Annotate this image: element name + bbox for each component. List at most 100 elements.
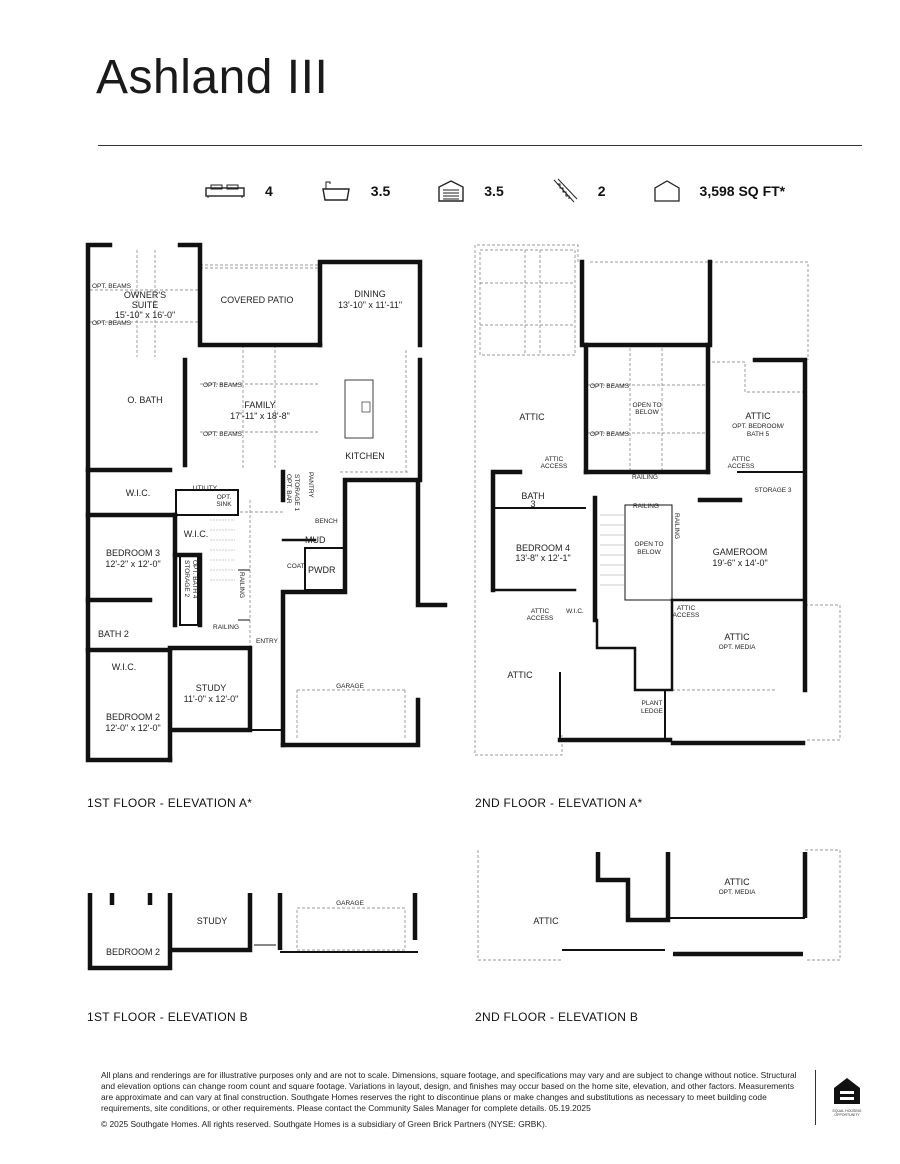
label-railing: RAILING xyxy=(633,503,659,510)
label-attic-access: ATTIC xyxy=(531,608,550,615)
label-opt-sink: SINK xyxy=(216,501,232,508)
label-wic: W.I.C. xyxy=(184,529,209,539)
garage-icon xyxy=(438,180,464,202)
stories-value: 2 xyxy=(597,183,606,199)
bathtub-icon xyxy=(321,181,350,201)
label-study: STUDY xyxy=(197,916,228,926)
equal-housing-icon: EQUAL HOUSING OPPORTUNITY xyxy=(832,1078,862,1117)
label-mud: MUD xyxy=(305,535,326,545)
label-attic: ATTIC xyxy=(745,411,771,421)
label-opt-bedroom: OPT. BEDROOM/ xyxy=(732,423,784,430)
stats-row: 4 3.5 3.5 2 3,598 SQ FT* xyxy=(205,178,833,204)
label-attic: ATTIC xyxy=(724,632,750,642)
label-railing: RAILING xyxy=(238,572,245,598)
label-bedroom2: BEDROOM 2 xyxy=(106,712,160,722)
label-family: FAMILY xyxy=(244,400,275,410)
label-opt-beams: OPT. BEAMS xyxy=(92,283,132,290)
label-attic: ATTIC xyxy=(519,412,545,422)
label-storage2: STORAGE 2 xyxy=(183,560,190,597)
label-attic: ATTIC xyxy=(507,670,533,680)
label-gameroom-dim: 19'-6" x 14'-0" xyxy=(712,558,767,568)
label-pantry: PANTRY xyxy=(307,472,314,498)
copyright: © 2025 Southgate Homes. All rights reser… xyxy=(101,1119,548,1129)
bed-icon xyxy=(205,184,245,198)
label-study-dim: 11'-0" x 12'-0" xyxy=(184,694,239,704)
divider xyxy=(98,145,862,146)
label-covered-patio: COVERED PATIO xyxy=(221,295,294,305)
second-floor-b-plan xyxy=(477,849,841,961)
label-opt-media: OPT. MEDIA xyxy=(719,889,757,896)
label-bedroom2-dim: 12'-0" x 12'-0" xyxy=(105,723,160,733)
label-kitchen: KITCHEN xyxy=(345,451,385,461)
label-wic: W.I.C. xyxy=(126,488,151,498)
label-railing: RAILING xyxy=(673,513,680,539)
label-gameroom: GAMEROOM xyxy=(713,547,768,557)
caption-second-floor-b: 2ND FLOOR - ELEVATION B xyxy=(475,1010,639,1024)
stairs-icon xyxy=(553,178,578,203)
first-floor-a-labels: OPT. BEAMS OPT. BEAMS OWNER'S SUITE 15'-… xyxy=(92,283,402,733)
label-bath3: 3 xyxy=(530,499,535,509)
sqft-value: 3,598 SQ FT* xyxy=(699,183,786,199)
stat-garage: 3.5 xyxy=(438,180,504,202)
label-attic-access: ACCESS xyxy=(527,615,554,622)
first-floor-a-plan xyxy=(85,242,448,763)
label-bench: BENCH xyxy=(315,518,338,525)
label-family-dim: 17'-11" x 18'-8" xyxy=(230,411,290,421)
label-wic: W.I.C. xyxy=(566,608,584,615)
stat-stories: 2 xyxy=(552,178,606,204)
label-opt-beams: OPT. BEAMS xyxy=(590,383,630,390)
label-opt-beams: OPT. BEAMS xyxy=(590,431,630,438)
label-bedroom3: BEDROOM 3 xyxy=(106,548,160,558)
label-bedroom4: BEDROOM 4 xyxy=(516,543,570,553)
svg-text:EQUAL HOUSING: EQUAL HOUSING xyxy=(832,1109,861,1113)
label-open-to-below: BELOW xyxy=(635,409,659,416)
disclaimer: All plans and renderings are for illustr… xyxy=(101,1070,797,1113)
label-bedroom4-dim: 13'-8" x 12'-1" xyxy=(515,553,570,563)
label-attic-access: ACCESS xyxy=(728,463,755,470)
label-entry: ENTRY xyxy=(256,638,279,645)
first-floor-b-labels: STUDY GARAGE BEDROOM 2 xyxy=(106,900,365,957)
label-attic: ATTIC xyxy=(533,916,559,926)
label-bedroom3-dim: 12'-2" x 12'-0" xyxy=(105,559,160,569)
page-title: Ashland III xyxy=(96,51,329,104)
stat-bedrooms: 4 xyxy=(205,183,273,199)
label-garage: GARAGE xyxy=(336,900,364,907)
label-railing: RAILING xyxy=(632,474,658,481)
label-bath3: BATH xyxy=(521,491,544,501)
stat-baths: 3.5 xyxy=(321,180,390,202)
label-coat: COAT xyxy=(287,563,305,570)
label-opt-beams: OPT. BEAMS xyxy=(92,320,132,327)
label-attic-access: ATTIC xyxy=(677,605,696,612)
label-obath: O. BATH xyxy=(127,395,162,405)
label-attic-access: ACCESS xyxy=(541,463,568,470)
second-floor-a-plan xyxy=(474,244,841,756)
label-attic-access: ATTIC xyxy=(545,456,564,463)
stat-sqft: 3,598 SQ FT* xyxy=(653,180,786,202)
label-study: STUDY xyxy=(196,683,227,693)
svg-text:OPPORTUNITY: OPPORTUNITY xyxy=(834,1113,860,1117)
house-icon xyxy=(653,180,680,202)
label-storage3: STORAGE 3 xyxy=(754,487,791,494)
label-attic: ATTIC xyxy=(724,877,750,887)
garage-value: 3.5 xyxy=(484,183,504,199)
label-opt-beams: OPT. BEAMS xyxy=(203,382,243,389)
label-attic-access: ACCESS xyxy=(673,612,700,619)
label-railing: RAILING xyxy=(213,624,239,631)
label-open-to-below: OPEN TO xyxy=(634,541,663,548)
label-garage: GARAGE xyxy=(336,683,364,690)
bedrooms-value: 4 xyxy=(265,183,273,199)
label-bath2: BATH 2 xyxy=(98,629,129,639)
label-plant-ledge: LEDGE xyxy=(641,708,664,715)
label-open-to-below: OPEN TO xyxy=(632,402,661,409)
label-opt-media: OPT. MEDIA xyxy=(719,644,757,651)
label-attic-access: ATTIC xyxy=(732,456,751,463)
caption-first-floor-a: 1ST FLOOR - ELEVATION A* xyxy=(87,796,253,810)
caption-first-floor-b: 1ST FLOOR - ELEVATION B xyxy=(87,1010,248,1024)
first-floor-b-plan xyxy=(87,893,418,971)
label-owners-suite: OWNER'S xyxy=(124,290,166,300)
label-pwdr: PWDR xyxy=(308,565,336,575)
label-wic: W.I.C. xyxy=(112,662,137,672)
second-floor-b-labels: ATTIC ATTIC OPT. MEDIA xyxy=(533,877,756,926)
label-dining-dim: 13'-10" x 11'-11" xyxy=(338,300,402,310)
